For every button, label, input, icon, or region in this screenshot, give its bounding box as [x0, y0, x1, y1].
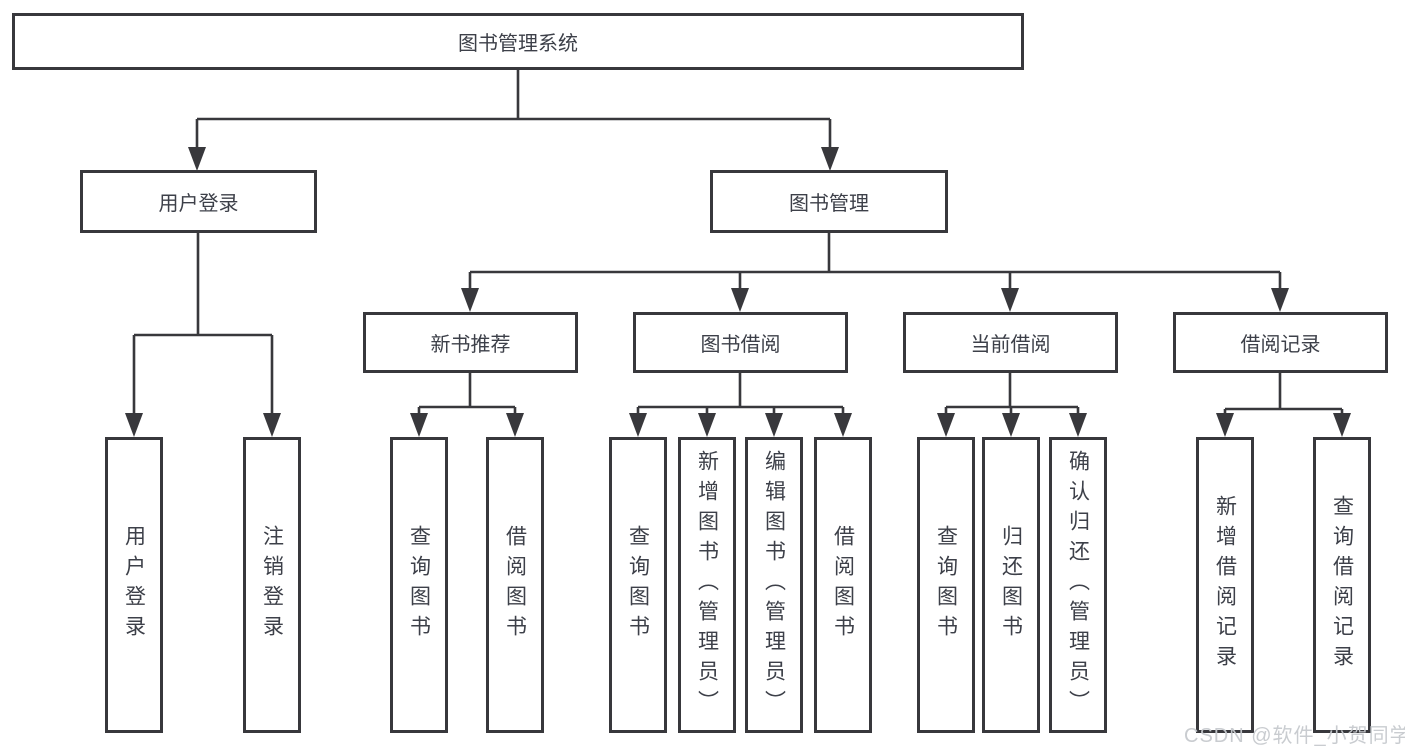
leaf-query-books-recommend: 查询图书 [390, 437, 448, 733]
node-label: 查询图书 [626, 525, 650, 645]
leaf-borrow-books: 借阅图书 [814, 437, 872, 733]
node-label: 注销登录 [260, 525, 284, 645]
arrowhead-icon [263, 413, 281, 437]
arrowhead-icon [937, 413, 955, 437]
arrowhead-icon [1271, 288, 1289, 312]
node-label: 查询图书 [407, 525, 431, 645]
leaf-logout: 注销登录 [243, 437, 301, 733]
node-label: 图书管理 [789, 193, 869, 215]
leaf-user-login: 用户登录 [105, 437, 163, 733]
node-label: 图书管理系统 [458, 33, 578, 55]
node-label: 编辑图书（管理员） [762, 450, 786, 720]
csdn-watermark: CSDN @软件_小贺同学 [1184, 725, 1405, 747]
arrowhead-icon [1069, 413, 1087, 437]
arrowhead-icon [125, 413, 143, 437]
arrowhead-icon [834, 413, 852, 437]
leaf-add-books-admin: 新增图书（管理员） [678, 437, 736, 733]
arrowhead-icon [188, 147, 206, 171]
node-label: 借阅图书 [503, 525, 527, 645]
node-book-management: 图书管理 [710, 170, 948, 233]
arrowheads [125, 147, 1351, 437]
arrowhead-icon [410, 413, 428, 437]
node-current-borrowing: 当前借阅 [903, 312, 1118, 373]
node-book-borrowing: 图书借阅 [633, 312, 848, 373]
node-label: 新增借阅记录 [1213, 495, 1237, 675]
node-label: 用户登录 [122, 525, 146, 645]
node-label: 归还图书 [999, 525, 1023, 645]
arrowhead-icon [1002, 413, 1020, 437]
node-label: 图书借阅 [700, 334, 781, 356]
connector-lines [132, 69, 1344, 418]
arrowhead-icon [1216, 413, 1234, 437]
leaf-add-borrow-record: 新增借阅记录 [1196, 437, 1254, 733]
node-user-login: 用户登录 [80, 170, 317, 233]
leaf-return-books: 归还图书 [982, 437, 1040, 733]
leaf-borrow-books-recommend: 借阅图书 [486, 437, 544, 733]
arrowhead-icon [506, 413, 524, 437]
leaf-query-books-borrowing: 查询图书 [609, 437, 667, 733]
node-label: 确认归还（管理员） [1066, 450, 1090, 720]
node-label: 借阅记录 [1240, 334, 1321, 356]
arrowhead-icon [461, 288, 479, 312]
arrowhead-icon [765, 413, 783, 437]
leaf-query-borrow-record: 查询借阅记录 [1313, 437, 1371, 733]
arrowhead-icon [698, 413, 716, 437]
node-borrowing-records: 借阅记录 [1173, 312, 1388, 373]
arrowhead-icon [821, 147, 839, 171]
node-label: 当前借阅 [970, 334, 1051, 356]
leaf-edit-books-admin: 编辑图书（管理员） [745, 437, 803, 733]
node-library-management-system: 图书管理系统 [12, 13, 1024, 70]
node-label: 用户登录 [158, 193, 239, 215]
leaf-query-books-current: 查询图书 [917, 437, 975, 733]
node-label: 新书推荐 [430, 334, 511, 356]
arrowhead-icon [1333, 413, 1351, 437]
arrowhead-icon [629, 413, 647, 437]
arrowhead-icon [731, 288, 749, 312]
node-new-book-recommend: 新书推荐 [363, 312, 578, 373]
node-label: 查询图书 [934, 525, 958, 645]
leaf-confirm-return-admin: 确认归还（管理员） [1049, 437, 1107, 733]
node-label: 新增图书（管理员） [695, 450, 719, 720]
arrowhead-icon [1001, 288, 1019, 312]
node-label: 借阅图书 [831, 525, 855, 645]
node-label: 查询借阅记录 [1330, 495, 1354, 675]
